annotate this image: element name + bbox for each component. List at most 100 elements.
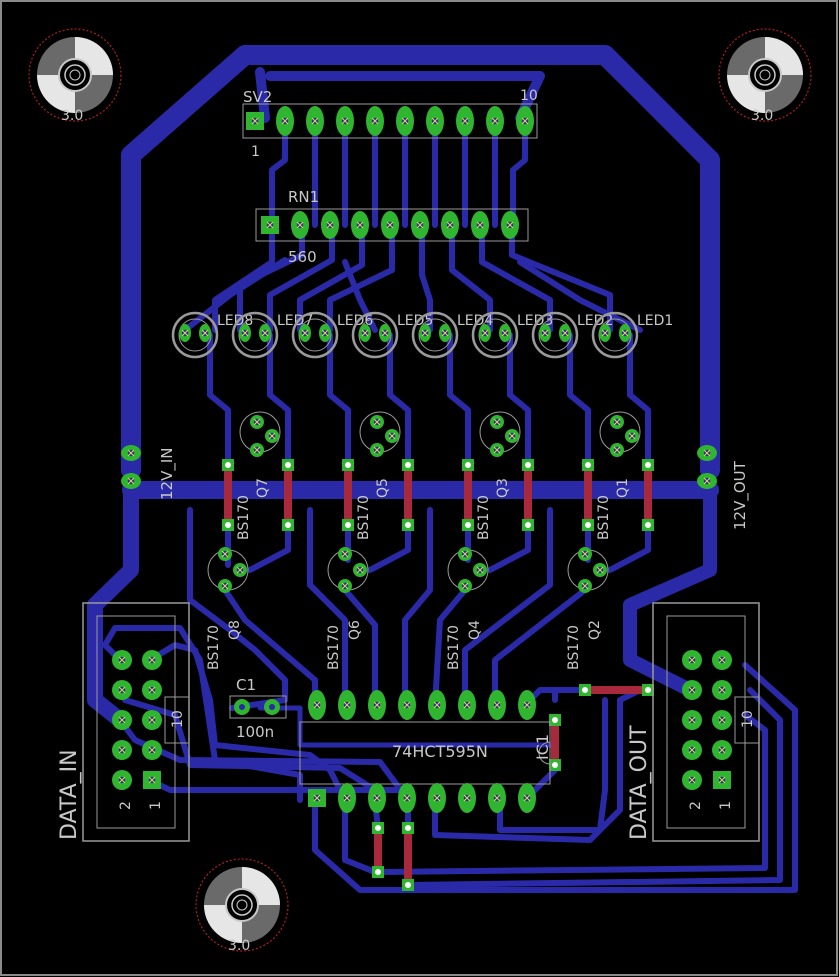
transistor-pad	[218, 547, 232, 561]
ic1-value-label: 74HCT595N	[392, 742, 488, 761]
ic1-pad	[488, 783, 506, 813]
transistor-pad	[578, 579, 592, 593]
power-pad	[697, 473, 717, 489]
via	[642, 459, 654, 471]
rn1-pad	[471, 211, 489, 239]
led-pad	[179, 324, 191, 342]
data-out-label: DATA_OUT	[627, 725, 652, 840]
transistor-pad	[458, 547, 472, 561]
transistor-pad	[610, 443, 624, 457]
header-pad	[682, 680, 702, 700]
data-in-pin10-label: 10	[170, 710, 186, 728]
via	[282, 459, 294, 471]
header-pad	[682, 770, 702, 790]
led-pad	[359, 324, 371, 342]
data-out-pin1-label: 1	[718, 801, 734, 810]
data-in-label: DATA_IN	[57, 749, 82, 840]
sv2-pin-first-label: 1	[251, 144, 260, 160]
transistor-name-label: Q3	[495, 478, 511, 498]
bottom-layer-traces	[87, 45, 798, 893]
sv2-pad	[336, 106, 354, 136]
header-pad	[112, 740, 132, 760]
transistor-pad	[338, 579, 352, 593]
c1-value-label: 100n	[236, 723, 274, 741]
transistor-value-label: BS170	[596, 495, 612, 540]
ic1-pad	[368, 690, 386, 720]
transistor-value-label: BS170	[446, 625, 462, 670]
rn1-pad	[411, 211, 429, 239]
rn1-name-label: RN1	[288, 188, 319, 206]
power-pad	[697, 445, 717, 461]
ic1-pad	[308, 789, 326, 807]
mounting-hole: 3.0	[28, 28, 122, 124]
ic1-pad	[488, 690, 506, 720]
c1-name-label: C1	[236, 676, 256, 694]
transistor-pad	[505, 429, 519, 443]
mounting-hole: 3.0	[718, 28, 812, 124]
via	[549, 714, 561, 726]
ic1-pad	[458, 690, 476, 720]
sv2-pad	[366, 106, 384, 136]
via	[402, 459, 414, 471]
mounting-hole-label: 3.0	[751, 108, 773, 124]
ic1-pad	[458, 783, 476, 813]
ic1-pad	[338, 783, 356, 813]
sv2-pad	[426, 106, 444, 136]
power-out-label: 12V_OUT	[731, 460, 750, 530]
header-pad	[712, 680, 732, 700]
sv2-header: SV2 1 10	[242, 88, 538, 160]
header-pad	[682, 740, 702, 760]
header-pad	[712, 650, 732, 670]
ic1-pad	[398, 690, 416, 720]
ic1-pad	[338, 690, 356, 720]
ic1-pad	[428, 690, 446, 720]
sv2-pad	[246, 112, 264, 130]
via	[342, 459, 354, 471]
transistor-pad	[385, 429, 399, 443]
led-label: LED1	[637, 313, 673, 329]
transistor-pad	[370, 443, 384, 457]
header-pad	[142, 710, 162, 730]
led-pad	[319, 324, 331, 342]
led-pad	[559, 324, 571, 342]
header-pad	[112, 770, 132, 790]
led-pad	[619, 324, 631, 342]
power-pad	[121, 445, 141, 461]
header-pad	[143, 771, 161, 789]
via	[549, 759, 561, 771]
rn1-pad	[351, 211, 369, 239]
via	[462, 459, 474, 471]
via	[522, 459, 534, 471]
rn1-pad	[321, 211, 339, 239]
power-pad	[121, 473, 141, 489]
transistor-name-label: Q8	[227, 620, 243, 640]
mounting-hole: 3.0	[195, 858, 289, 954]
header-pad	[112, 710, 132, 730]
ic1-pad	[368, 783, 386, 813]
transistor-pad	[458, 579, 472, 593]
led-1: LED8	[171, 311, 253, 359]
led-pad	[299, 324, 311, 342]
transistor-value-label: BS170	[476, 495, 492, 540]
transistor-name-label: Q2	[587, 620, 603, 640]
led-pad	[479, 324, 491, 342]
via	[372, 866, 384, 878]
transistor-pad	[338, 547, 352, 561]
ic1-pad	[398, 783, 416, 813]
sv2-pad	[396, 106, 414, 136]
rn1-pad	[441, 211, 459, 239]
via	[582, 519, 594, 531]
header-pad	[712, 740, 732, 760]
transistor-value-label: BS170	[356, 495, 372, 540]
via	[402, 879, 414, 891]
transistor-name-label: Q1	[615, 478, 631, 498]
transistor-pad	[218, 579, 232, 593]
via	[462, 519, 474, 531]
led-pad	[239, 324, 251, 342]
transistor-name-label: Q7	[255, 478, 271, 498]
